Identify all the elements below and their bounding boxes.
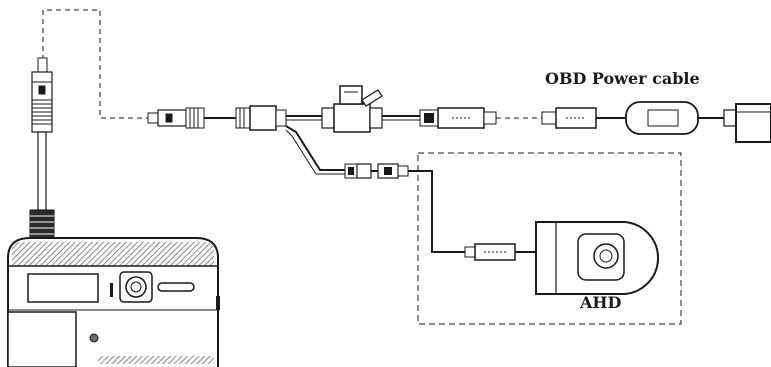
dashcam-side-tab (216, 296, 220, 310)
dashcam-cable-wire (37, 131, 47, 211)
ahd-camera-cable (408, 170, 536, 261)
ahd-branch (285, 125, 409, 179)
obd-module-label-area (647, 109, 679, 127)
harness-plug-3-tip (483, 111, 497, 125)
dashcam-indicator (110, 283, 113, 297)
fuse-holder-body (333, 103, 371, 133)
ahd-dashed-box (417, 152, 682, 325)
obd-connector (735, 103, 771, 143)
dashcam-grille (98, 356, 214, 364)
ahd-camera (535, 221, 659, 295)
ahd-plug-tip (464, 246, 476, 258)
label-obd-power-cable: OBD Power cable (545, 69, 700, 88)
dashcam-cable-tip (37, 57, 48, 73)
ahd-cable-wire (408, 170, 465, 253)
obd-plug-tip (541, 111, 557, 125)
dashcam-strain-relief (29, 209, 55, 239)
dashed-route-top (42, 9, 148, 119)
dashcam-unit (7, 237, 220, 367)
ahd-plug (474, 243, 516, 261)
harness-plug-2-ribs (235, 107, 251, 129)
harness-junction (249, 105, 277, 131)
fuse-holder-left-cap (321, 107, 335, 129)
fuse-holder-cover (339, 85, 363, 105)
main-harness (147, 85, 497, 133)
branch-plug-2-tip (397, 165, 409, 177)
harness-plug-1-ribs (185, 107, 205, 129)
dashcam-screen (27, 273, 99, 303)
obd-power-cable (541, 101, 771, 143)
harness-junction-tail (275, 109, 287, 127)
dashcam-lower-panel (7, 311, 77, 367)
dashcam-button (89, 333, 99, 343)
dashcam-slot (157, 282, 195, 292)
dashcam-cable (29, 57, 55, 239)
branch-wire (285, 125, 345, 171)
dashcam-hatched-top (12, 242, 214, 266)
fuse-holder-latch (361, 89, 383, 107)
branch-plug-1 (356, 163, 372, 179)
label-ahd: AHD (579, 293, 622, 312)
dashcam-cable-connector (31, 71, 53, 133)
harness-plug-tip (147, 112, 159, 124)
fuse-holder-right-cap (369, 107, 383, 129)
obd-connector-boot (723, 109, 737, 127)
